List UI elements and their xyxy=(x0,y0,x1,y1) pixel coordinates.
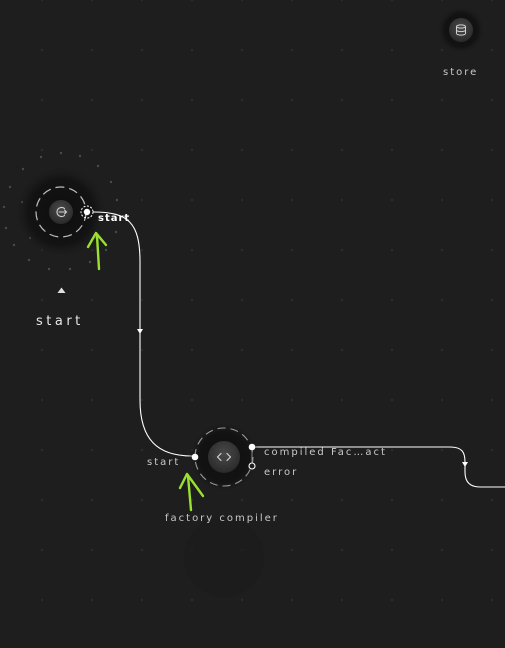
store-node-title: store xyxy=(443,67,479,78)
compiler-output-label: compiled Fac…act xyxy=(264,447,387,458)
compiler-node-title: factory compiler xyxy=(165,513,279,524)
compiler-output-port[interactable] xyxy=(248,443,256,451)
store-node-button[interactable] xyxy=(449,18,473,42)
database-icon xyxy=(456,24,466,36)
edge-arrow-icon xyxy=(462,462,468,467)
compiler-error-label: error xyxy=(264,467,299,478)
annotation-arrow xyxy=(86,231,108,271)
store-node[interactable] xyxy=(437,6,485,54)
annotation-arrow xyxy=(178,472,205,512)
compiler-node-button[interactable] xyxy=(208,441,240,473)
start-port-label: start xyxy=(98,213,131,224)
entry-icon xyxy=(56,206,68,218)
compiler-node-ring xyxy=(194,427,254,487)
factory-compiler-node[interactable] xyxy=(184,421,264,597)
start-node-particles xyxy=(2,151,119,271)
compiler-input-port[interactable] xyxy=(191,453,199,461)
start-node[interactable] xyxy=(2,151,119,294)
compiler-error-port[interactable] xyxy=(248,462,256,470)
caret-up-icon[interactable] xyxy=(57,287,66,294)
start-node-title: start xyxy=(36,314,84,329)
code-icon xyxy=(216,452,232,462)
compiler-input-label: start xyxy=(147,457,181,468)
edge-start-to-compiler[interactable] xyxy=(92,211,193,457)
node-shadow xyxy=(184,517,264,597)
edge-arrow-icon xyxy=(137,329,143,334)
